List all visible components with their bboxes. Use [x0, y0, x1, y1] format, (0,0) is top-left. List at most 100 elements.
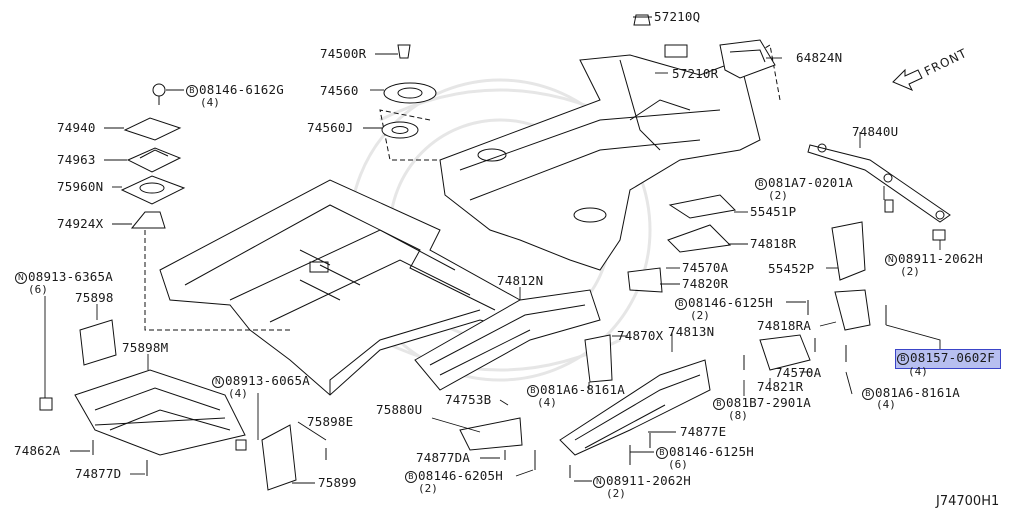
part-number: 081A6-8161A — [540, 382, 625, 397]
bolt-prefix-icon: B — [656, 447, 668, 459]
callout-74821R[interactable]: 74821R — [757, 380, 803, 394]
callout-74877E[interactable]: 74877E — [680, 425, 726, 439]
callout-75960N[interactable]: 75960N — [57, 180, 103, 194]
callout-08146-6125H-right-qty: (2) — [690, 309, 710, 322]
callout-57210R[interactable]: 57210R — [672, 67, 718, 81]
part-number: 74877D — [75, 466, 122, 481]
nut-prefix-icon: N — [212, 376, 224, 388]
under-cover-right — [559, 359, 711, 456]
callout-55452P[interactable]: 55452P — [768, 262, 814, 276]
part-number: 74818R — [750, 236, 797, 251]
part-number: 74821R — [757, 379, 804, 394]
callout-74870X[interactable]: 74870X — [617, 329, 663, 343]
brackets-right — [627, 194, 887, 371]
part-number: 74812N — [497, 273, 544, 288]
plugs — [381, 44, 437, 139]
callout-74818RA[interactable]: 74818RA — [757, 319, 811, 333]
nut-prefix-icon: N — [885, 254, 897, 266]
callout-75898[interactable]: 75898 — [75, 291, 114, 305]
rear-floor-panel — [439, 54, 761, 271]
callout-74940[interactable]: 74940 — [57, 121, 96, 135]
callout-08146-6125H-bottom-qty: (6) — [668, 458, 688, 471]
front-arrow-icon — [892, 68, 923, 91]
bolt-prefix-icon: B — [186, 85, 198, 97]
bolt-prefix-icon: B — [862, 388, 874, 400]
bolt-prefix-icon: B — [675, 298, 687, 310]
part-number: 74870X — [617, 328, 664, 343]
part-number: 64824N — [796, 50, 843, 65]
floor-panel — [159, 179, 521, 396]
part-number: 081B7-2901A — [726, 395, 811, 410]
callout-57210Q[interactable]: 57210Q — [654, 10, 700, 24]
callout-55451P[interactable]: 55451P — [750, 205, 796, 219]
callout-74818R[interactable]: 74818R — [750, 237, 796, 251]
callout-74560J[interactable]: 74560J — [307, 121, 353, 135]
leader-lines — [44, 16, 941, 484]
callout-74877D[interactable]: 74877D — [75, 467, 121, 481]
shift-boot-assembly — [120, 83, 186, 229]
part-number: 57210Q — [654, 9, 701, 24]
callout-74812N[interactable]: 74812N — [497, 274, 543, 288]
callout-74500R[interactable]: 74500R — [320, 47, 366, 61]
part-number: 74940 — [57, 120, 96, 135]
callout-75880U[interactable]: 75880U — [376, 403, 422, 417]
callout-74820R[interactable]: 74820R — [682, 277, 728, 291]
callout-74924X[interactable]: 74924X — [57, 217, 103, 231]
callout-64824N[interactable]: 64824N — [796, 51, 842, 65]
part-number: 74963 — [57, 152, 96, 167]
bolt-prefix-icon: B — [897, 353, 909, 365]
callout-74963[interactable]: 74963 — [57, 153, 96, 167]
callout-08911-2062H-bottom-qty: (2) — [606, 487, 626, 500]
callout-081A7-0201A-qty: (2) — [768, 189, 788, 202]
part-number: 08146-6162G — [199, 82, 284, 97]
part-number: 08157-0602F — [910, 350, 995, 365]
callout-74813N[interactable]: 74813N — [668, 325, 714, 339]
part-number: 75898M — [122, 340, 169, 355]
nut-prefix-icon: N — [15, 272, 27, 284]
part-number: 75960N — [57, 179, 104, 194]
diagram-reference-code: J74700H1 — [936, 494, 1000, 509]
callout-081A6-8161A-center-qty: (4) — [537, 396, 557, 409]
selected-part-highlight — [895, 349, 1001, 369]
callout-74862A[interactable]: 74862A — [14, 444, 60, 458]
part-number: 74570A — [682, 260, 729, 275]
part-number: 081A7-0201A — [768, 175, 853, 190]
callout-74840U[interactable]: 74840U — [852, 125, 898, 139]
callout-75899[interactable]: 75899 — [318, 476, 357, 490]
callout-08913-6365A-qty: (6) — [28, 283, 48, 296]
callout-081A6-8161A-right-qty: (4) — [876, 398, 896, 411]
callout-74560[interactable]: 74560 — [320, 84, 359, 98]
callout-75898M[interactable]: 75898M — [122, 341, 168, 355]
part-number: 08913-6365A — [28, 269, 113, 284]
callout-74570A-top[interactable]: 74570A — [682, 261, 728, 275]
part-number: 74570A — [775, 365, 822, 380]
bolt-prefix-icon: B — [405, 471, 417, 483]
part-number: 74877DA — [416, 450, 471, 465]
callout-74753B[interactable]: 74753B — [445, 393, 491, 407]
callout-74877DA[interactable]: 74877DA — [416, 451, 470, 465]
part-number: 74753B — [445, 392, 492, 407]
part-number: 74560 — [320, 83, 359, 98]
support-strap — [807, 143, 951, 241]
callout-081B7-2901A-qty: (8) — [728, 409, 748, 422]
callout-74570A-mid[interactable]: 74570A — [775, 366, 821, 380]
callout-75898E[interactable]: 75898E — [307, 415, 353, 429]
part-number: 08146-6125H — [669, 444, 754, 459]
bolt-prefix-icon: B — [755, 178, 767, 190]
part-number: 74924X — [57, 216, 104, 231]
